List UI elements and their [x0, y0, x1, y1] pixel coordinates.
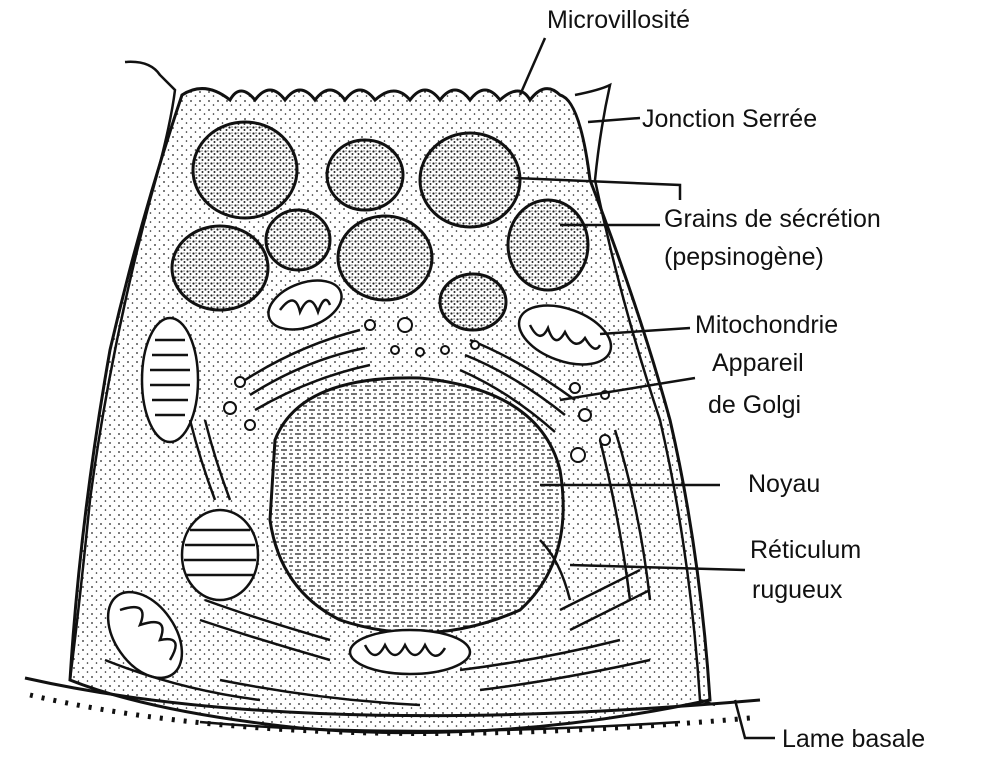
- label-jonction-serree: Jonction Serrée: [642, 104, 817, 134]
- label-grains-secretion: Grains de sécrétion: [664, 204, 881, 234]
- label-reticulum: Réticulum: [750, 535, 861, 565]
- label-rugueux: rugueux: [752, 575, 842, 605]
- label-mitochondrie: Mitochondrie: [695, 310, 838, 340]
- label-de-golgi: de Golgi: [708, 390, 801, 420]
- nucleus: [270, 378, 563, 633]
- label-noyau: Noyau: [748, 469, 820, 499]
- label-microvillosite: Microvillosité: [547, 5, 690, 35]
- label-pepsinogene: (pepsinogène): [664, 242, 824, 272]
- label-appareil: Appareil: [712, 348, 804, 378]
- label-lame-basale: Lame basale: [782, 724, 925, 754]
